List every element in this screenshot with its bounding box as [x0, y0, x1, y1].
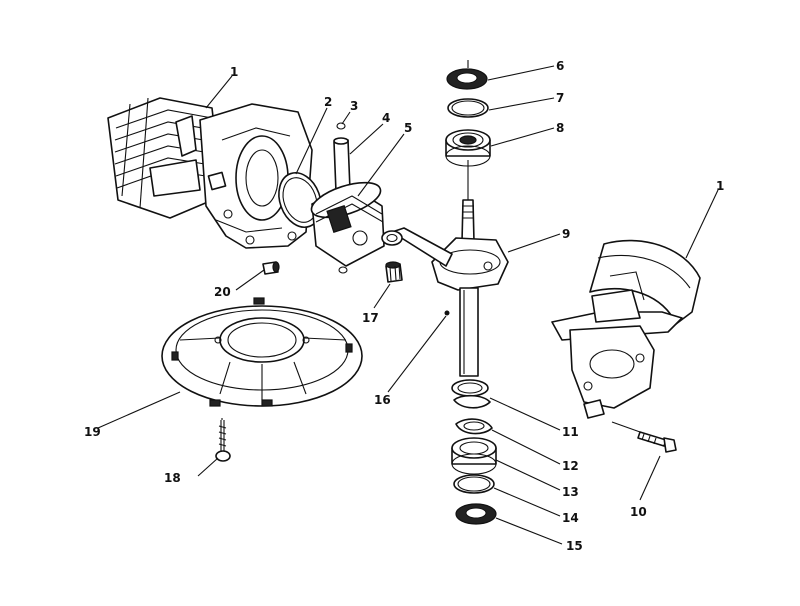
callout-18: 18	[164, 471, 181, 485]
crankcase-half-part	[551, 239, 701, 419]
callout-10: 10	[630, 505, 647, 519]
oil-seal-lower-part	[455, 503, 497, 525]
crankshaft-part	[431, 199, 509, 377]
dowel-pin-part	[262, 261, 280, 275]
oil-seal-upper-part	[446, 68, 488, 90]
callout-2: 2	[324, 95, 332, 109]
callout-8: 8	[556, 121, 564, 135]
callout-4: 4	[382, 111, 390, 125]
callout-17: 17	[362, 311, 379, 325]
callout-6: 6	[556, 59, 564, 73]
needle-bearing-part	[385, 261, 403, 283]
retaining-ring-upper-part	[447, 98, 489, 118]
callout-1-right: 1	[716, 179, 724, 193]
wrist-pin-clip-part	[336, 122, 348, 274]
callout-3: 3	[350, 99, 358, 113]
connecting-rod-part	[381, 227, 453, 267]
shroud-plate-part	[161, 297, 363, 407]
callout-12: 12	[562, 459, 579, 473]
bolt-part-10	[637, 431, 677, 453]
callout-labels: 1 2 3 4 5 6 7 8 9 1 10 11 12 13 14 15 16…	[84, 59, 724, 553]
callout-15: 15	[566, 539, 583, 553]
bearing-lower-part	[451, 437, 497, 475]
callout-1-left: 1	[230, 65, 238, 79]
ball-part	[444, 310, 450, 316]
callout-7: 7	[556, 91, 564, 105]
screw-part-18	[215, 420, 231, 462]
callout-5: 5	[404, 121, 412, 135]
callout-19: 19	[84, 425, 101, 439]
bearing-upper-part	[445, 129, 491, 167]
piston-ring-part	[278, 172, 322, 228]
retaining-ring-lower-part	[453, 474, 495, 494]
callout-20: 20	[214, 285, 231, 299]
callout-14: 14	[562, 511, 579, 525]
callout-13: 13	[562, 485, 579, 499]
callout-11: 11	[562, 425, 579, 439]
engine-block-part	[107, 97, 313, 249]
leader-lines	[97, 60, 719, 545]
wrist-pin-part	[333, 137, 351, 193]
lower-clip-part	[455, 418, 493, 435]
callout-9: 9	[562, 227, 570, 241]
callout-16: 16	[374, 393, 391, 407]
lower-ring-part	[451, 379, 491, 409]
piston-part	[310, 181, 385, 267]
